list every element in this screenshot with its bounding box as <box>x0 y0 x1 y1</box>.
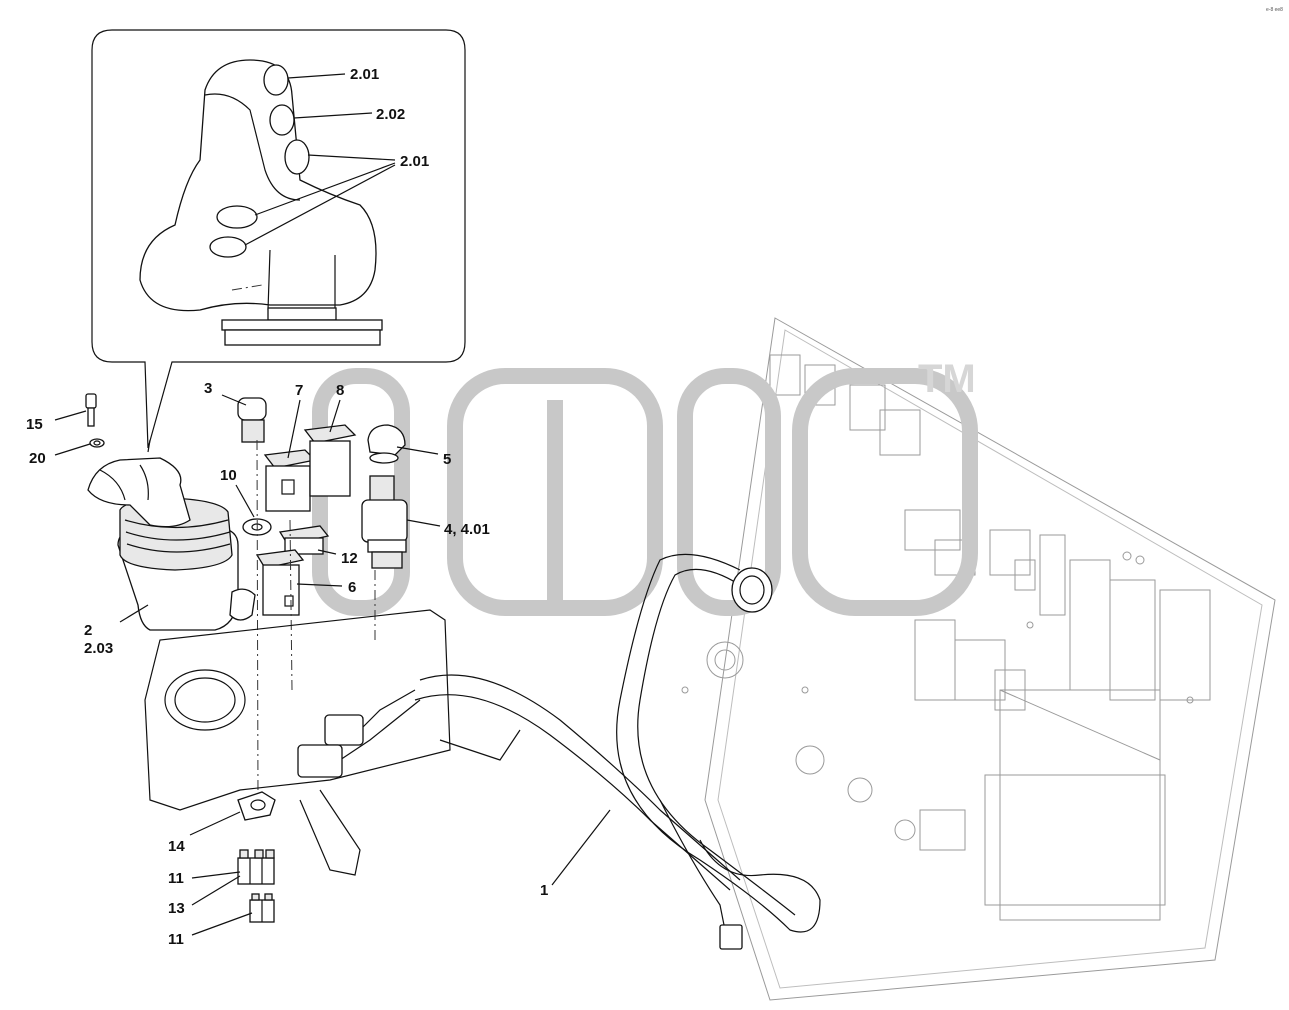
callout-2-03: 2.03 <box>84 640 113 657</box>
callout-5: 5 <box>443 451 451 468</box>
callout-15: 15 <box>26 416 43 433</box>
callout-12: 12 <box>341 550 358 567</box>
part-14 <box>237 791 276 821</box>
cap-5 <box>367 424 406 464</box>
watermark-tm: TM <box>918 357 976 401</box>
bolt-15 <box>85 393 97 427</box>
callout-14: 14 <box>168 838 185 855</box>
control-panel-background <box>681 317 1276 1001</box>
inset-leaders <box>244 73 396 246</box>
leader-lines <box>54 394 611 936</box>
callout-7: 7 <box>295 382 303 399</box>
callout-2-02: 2.02 <box>376 106 405 123</box>
washer-20 <box>89 438 105 448</box>
joystick-detail-inset <box>91 29 466 449</box>
contact-block-11b <box>249 893 275 923</box>
callout-8: 8 <box>336 382 344 399</box>
assembly-axis-1 <box>256 439 259 801</box>
callout-3: 3 <box>204 380 212 397</box>
watermark-logo <box>312 368 978 616</box>
joystick-assembly <box>87 457 256 631</box>
callout-20: 20 <box>29 450 46 467</box>
contact-block-11a <box>237 849 275 885</box>
switch-7 <box>263 449 317 512</box>
console-base <box>144 609 521 876</box>
switch-6 <box>255 549 305 616</box>
callout-4-4-01: 4, 4.01 <box>444 521 490 538</box>
callout-2-01-top: 2.01 <box>350 66 379 83</box>
switch-4 <box>361 475 408 569</box>
callout-11-upper: 11 <box>168 870 184 887</box>
callout-labels: 2.01 2.02 2.01 3 7 8 15 20 5 10 4, 4.01 … <box>26 66 548 948</box>
callout-11-lower: 11 <box>168 931 184 948</box>
plug-3 <box>237 397 267 443</box>
callout-10: 10 <box>220 467 237 484</box>
switch-8 <box>303 424 357 497</box>
callout-13: 13 <box>168 900 185 917</box>
wiring-harness <box>297 553 821 950</box>
callout-1: 1 <box>540 882 548 899</box>
callout-2-01-lower: 2.01 <box>400 153 429 170</box>
corner-code: e-8 ee8 <box>1266 7 1283 13</box>
callout-2: 2 <box>84 622 92 639</box>
cap-12 <box>278 525 330 555</box>
inset-pointer <box>147 439 151 453</box>
callout-6: 6 <box>348 579 356 596</box>
assembly-axis-2 <box>289 519 293 691</box>
